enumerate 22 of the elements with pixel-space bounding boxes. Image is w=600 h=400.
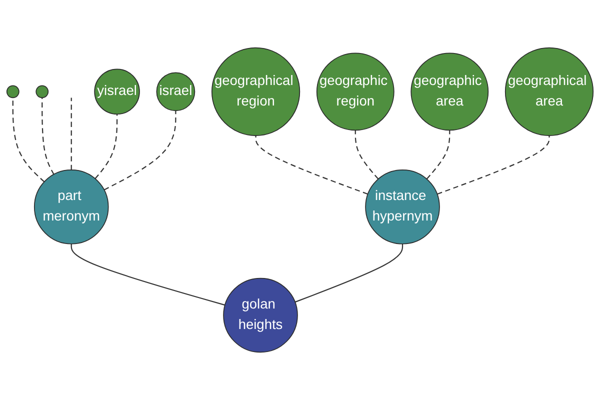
connector [42,98,54,175]
connector [294,244,404,303]
node-circle: geographic area [410,52,489,131]
node-circle: golan heights [223,278,298,353]
connector [437,136,550,195]
node-circle: geographical region [211,47,300,136]
node-circle: geographical area [504,47,594,136]
connector [104,110,176,190]
node-circle: part meronym [34,170,109,244]
connector [426,130,450,180]
node-circle: israel [156,72,196,112]
connector [94,114,118,179]
connector [354,130,379,180]
node-circle [36,85,49,98]
node-circle: yisrael [94,68,140,115]
connector [255,136,368,195]
connector [70,98,72,170]
node-circle: geographic region [316,52,394,131]
node-circle [6,85,20,98]
connector [70,244,226,306]
node-circle: instance hypernym [365,170,440,244]
connector [12,98,45,182]
